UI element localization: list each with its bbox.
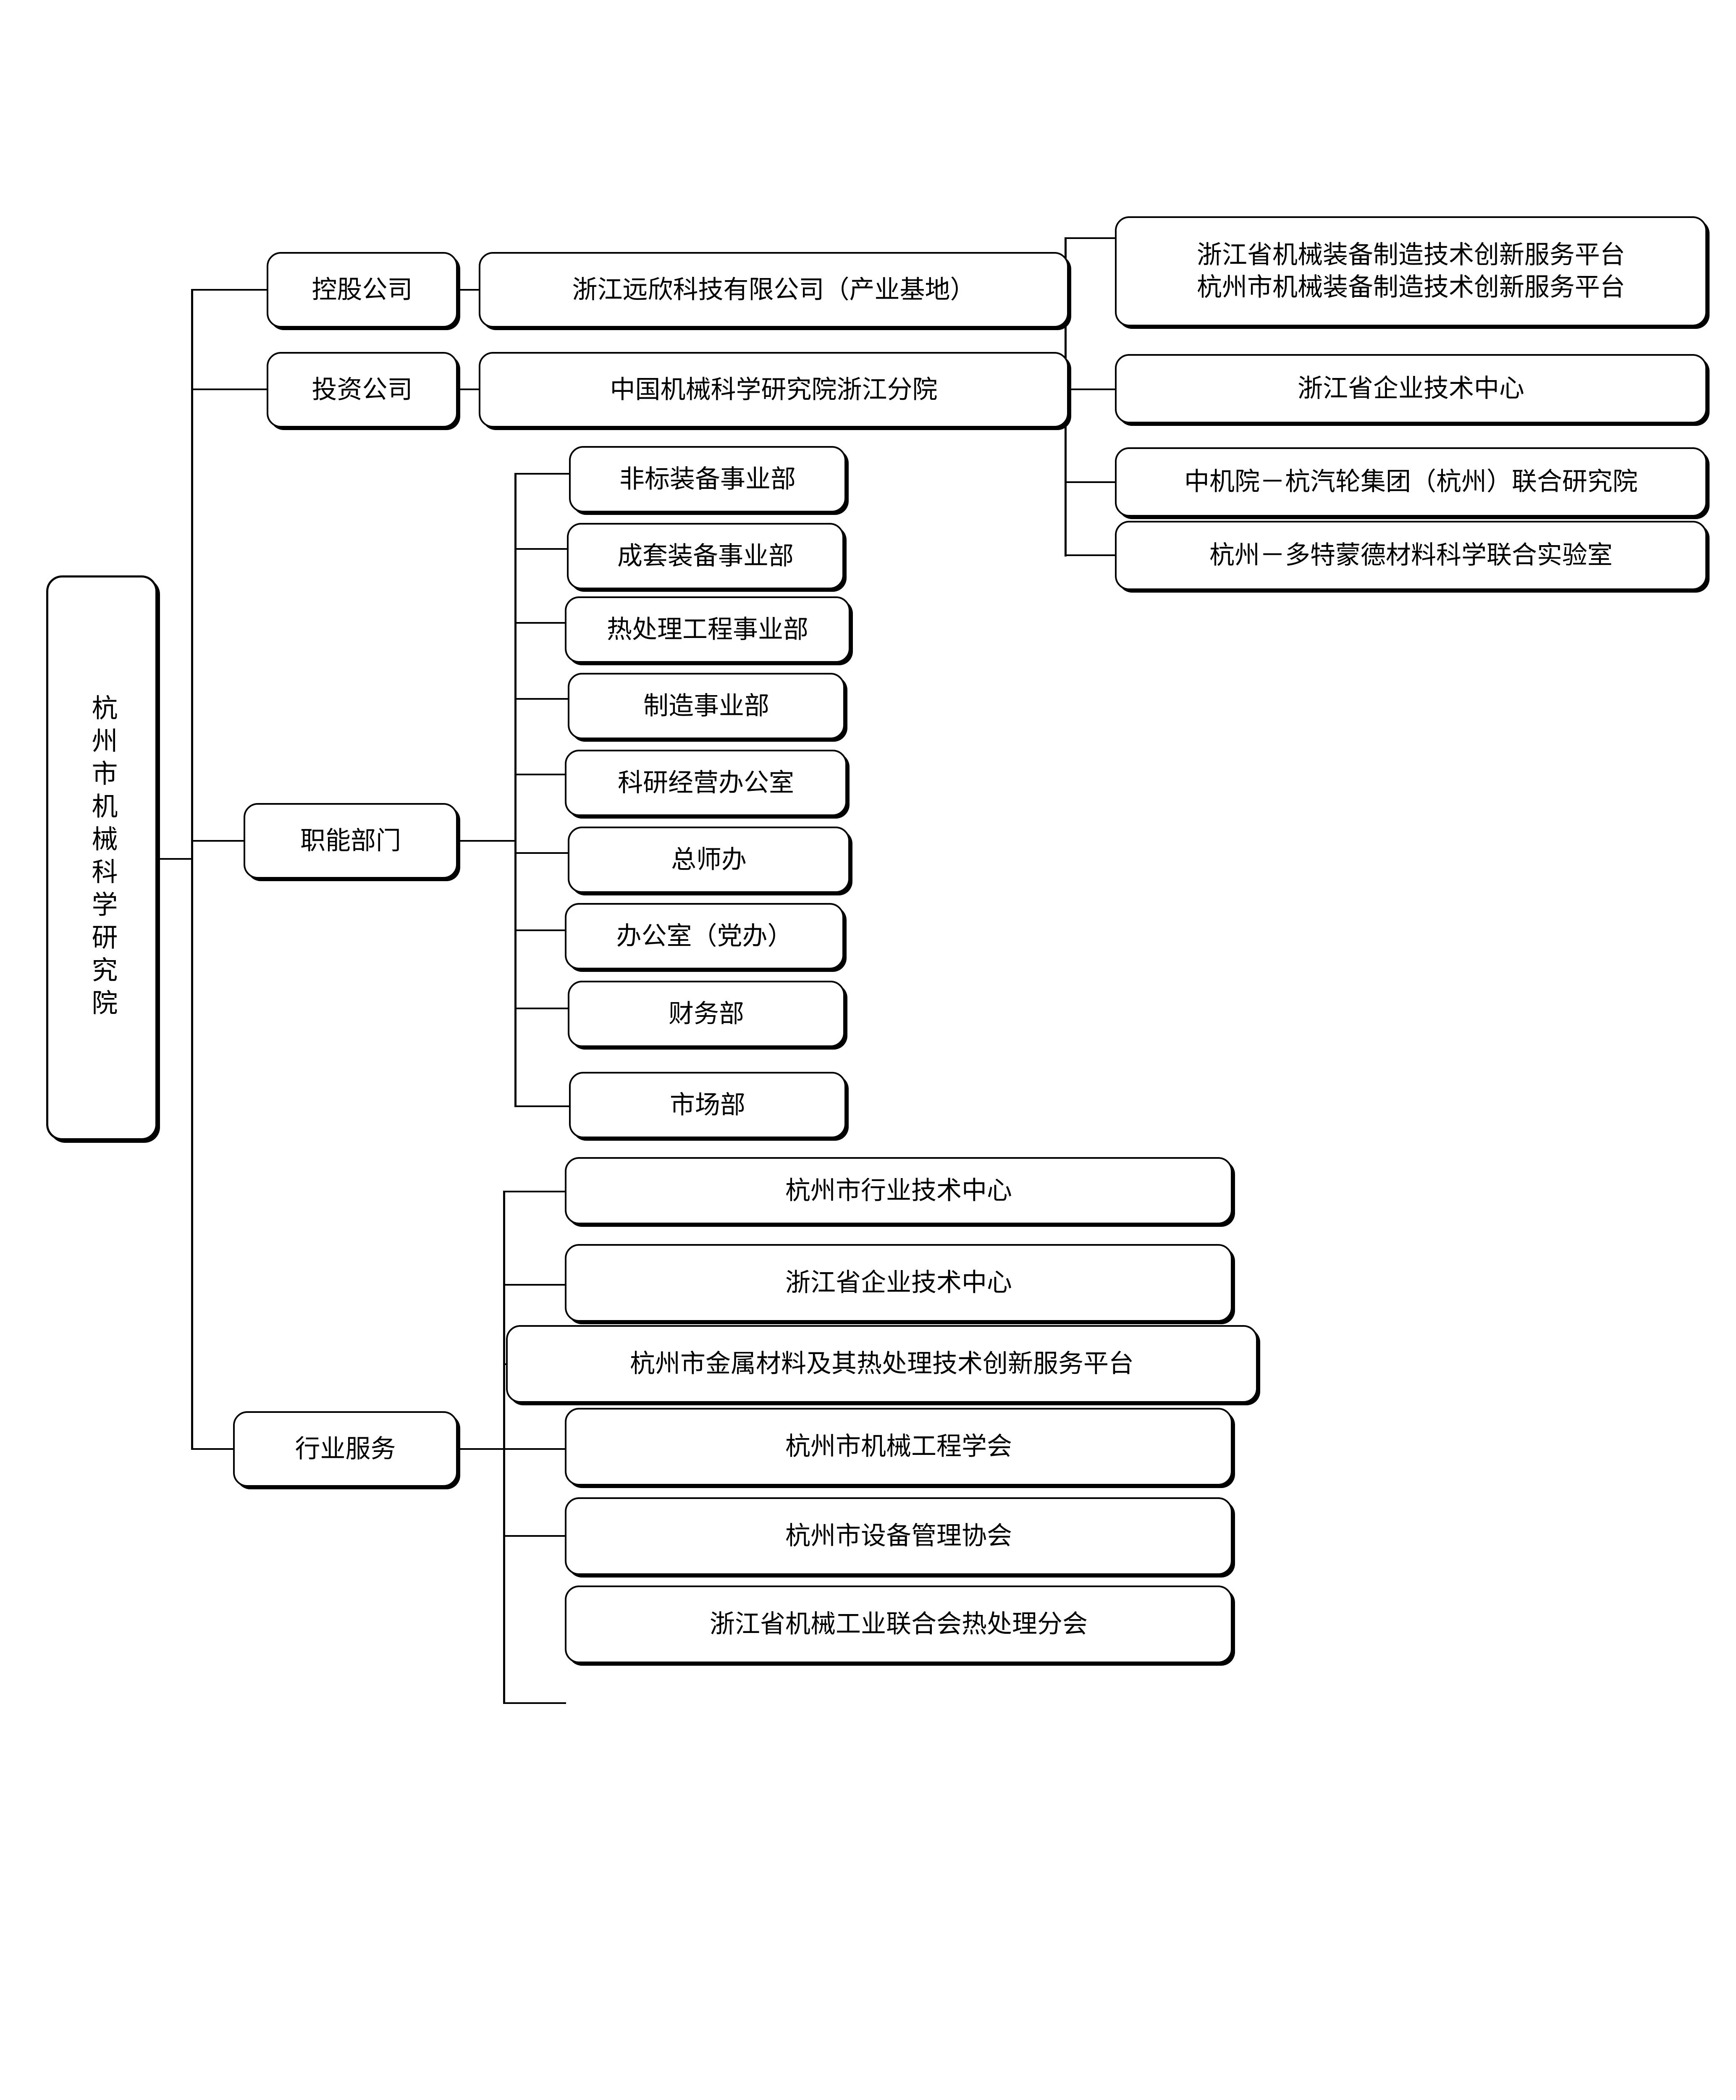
functional-child-node-3[interactable]: 制造事业部 (568, 673, 845, 739)
functional-child-node-1[interactable]: 成套装备事业部 (567, 523, 844, 589)
industry-child-label-0: 杭州市行业技术中心 (785, 1176, 1012, 1205)
industry-spine-row-3 (503, 1448, 566, 1450)
functional-child-node-2[interactable]: 热处理工程事业部 (565, 596, 850, 663)
holding-to-child-connector (456, 289, 481, 291)
trunk-vertical-main (191, 289, 193, 1449)
functional-spine-row-7 (514, 1008, 571, 1009)
industry-child-label-3: 杭州市机械工程学会 (785, 1433, 1012, 1461)
right-spine-to-joint-institute-connector (1065, 481, 1117, 483)
branch-node-functional[interactable]: 职能部门 (244, 803, 458, 879)
functional-child-label-1: 成套装备事业部 (617, 542, 794, 570)
branch-node-investment[interactable]: 投资公司 (267, 352, 458, 428)
trunk-to-functional-connector (191, 840, 269, 842)
functional-child-node-4[interactable]: 科研经营办公室 (565, 750, 847, 816)
functional-child-label-3: 制造事业部 (643, 692, 769, 720)
functional-to-spine-connector (456, 840, 517, 842)
holding-child-label-0: 浙江远欣科技有限公司（产业基地） (572, 276, 976, 304)
industry-child-label-1: 浙江省企业技术中心 (785, 1269, 1012, 1297)
industry-child-label-5: 浙江省机械工业联合会热处理分会 (710, 1610, 1088, 1638)
branch-label-investment: 投资公司 (312, 375, 413, 404)
industry-group-spine (503, 1191, 505, 1704)
functional-child-label-6: 办公室（党办） (616, 922, 793, 950)
industry-spine-row-4 (503, 1535, 566, 1537)
industry-child-node-4[interactable]: 杭州市设备管理协会 (565, 1497, 1233, 1575)
industry-spine-row-5 (503, 1702, 566, 1704)
holding-child-node-0[interactable]: 浙江远欣科技有限公司（产业基地） (479, 252, 1069, 328)
industry-spine-row-1 (503, 1284, 566, 1286)
institute-child-label-0-line1: 浙江省机械装备制造技术创新服务平台 (1197, 241, 1625, 269)
trunk-to-industry-connector (191, 1448, 269, 1450)
functional-child-label-5: 总师办 (671, 845, 747, 874)
functional-child-label-4: 科研经营办公室 (618, 769, 794, 797)
right-spine-to-joint-lab-connector (1065, 554, 1117, 556)
industry-child-node-3[interactable]: 杭州市机械工程学会 (565, 1408, 1233, 1486)
industry-spine-row-0 (503, 1191, 566, 1192)
functional-spine-row-0 (514, 473, 571, 475)
functional-child-node-8[interactable]: 市场部 (569, 1072, 846, 1138)
industry-child-node-0[interactable]: 杭州市行业技术中心 (565, 1157, 1233, 1224)
investment-child-node-0[interactable]: 中国机械科学研究院浙江分院 (479, 352, 1069, 428)
functional-spine-row-5 (514, 852, 571, 854)
branch-node-holding[interactable]: 控股公司 (267, 252, 458, 328)
trunk-to-investment-connector (191, 388, 269, 390)
institute-child-node-2[interactable]: 中机院－杭汽轮集团（杭州）联合研究院 (1115, 447, 1707, 517)
branch-label-industry: 行业服务 (295, 1435, 396, 1463)
functional-spine-row-3 (514, 698, 571, 700)
institute-child-node-3[interactable]: 杭州－多特蒙德材料科学联合实验室 (1115, 521, 1707, 590)
functional-spine-row-1 (514, 548, 571, 550)
institute-child-node-0[interactable]: 浙江省机械装备制造技术创新服务平台 杭州市机械装备制造技术创新服务平台 (1115, 216, 1707, 326)
functional-child-label-2: 热处理工程事业部 (607, 615, 808, 643)
industry-child-node-5[interactable]: 浙江省机械工业联合会热处理分会 (565, 1586, 1233, 1663)
investment-to-child-connector (456, 388, 481, 390)
institute-child-label-0-line2: 杭州市机械装备制造技术创新服务平台 (1197, 273, 1625, 301)
root-node-label: 杭州市机械科学研究院 (87, 694, 116, 1022)
functional-spine-row-4 (514, 774, 571, 775)
branch-label-holding: 控股公司 (312, 276, 413, 304)
root-to-trunk-connector (155, 858, 193, 860)
institute-child-label-3: 杭州－多特蒙德材料科学联合实验室 (1209, 541, 1613, 570)
functional-spine-row-2 (514, 622, 571, 624)
industry-child-node-1[interactable]: 浙江省企业技术中心 (565, 1244, 1233, 1322)
functional-group-spine (514, 473, 517, 1107)
branch-node-industry[interactable]: 行业服务 (233, 1411, 458, 1487)
root-node-institute[interactable]: 杭州市机械科学研究院 (46, 575, 157, 1140)
functional-child-node-6[interactable]: 办公室（党办） (565, 903, 844, 969)
industry-child-label-2: 杭州市金属材料及其热处理技术创新服务平台 (630, 1350, 1134, 1378)
institute-child-label-2: 中机院－杭汽轮集团（杭州）联合研究院 (1184, 468, 1638, 496)
right-spine-to-zjetc-connector (1065, 388, 1117, 390)
institute-child-label-1: 浙江省企业技术中心 (1298, 375, 1524, 403)
functional-child-node-5[interactable]: 总师办 (568, 827, 850, 893)
investment-child-label-0: 中国机械科学研究院浙江分院 (610, 375, 938, 404)
industry-child-label-4: 杭州市设备管理协会 (785, 1522, 1012, 1550)
industry-child-node-2[interactable]: 杭州市金属材料及其热处理技术创新服务平台 (506, 1325, 1258, 1403)
branch-label-functional: 职能部门 (300, 827, 401, 855)
functional-child-label-8: 市场部 (670, 1091, 745, 1119)
functional-spine-row-6 (514, 929, 571, 931)
institute-child-node-1[interactable]: 浙江省企业技术中心 (1115, 354, 1707, 423)
industry-to-spine-connector (456, 1448, 505, 1450)
functional-child-label-7: 财务部 (669, 1000, 744, 1028)
functional-child-node-0[interactable]: 非标装备事业部 (569, 446, 846, 512)
right-spine-to-platform-connector (1065, 237, 1117, 239)
functional-spine-row-8 (514, 1105, 571, 1107)
functional-child-label-0: 非标装备事业部 (619, 465, 796, 493)
functional-child-node-7[interactable]: 财务部 (568, 981, 845, 1047)
trunk-to-holding-connector (191, 289, 269, 291)
